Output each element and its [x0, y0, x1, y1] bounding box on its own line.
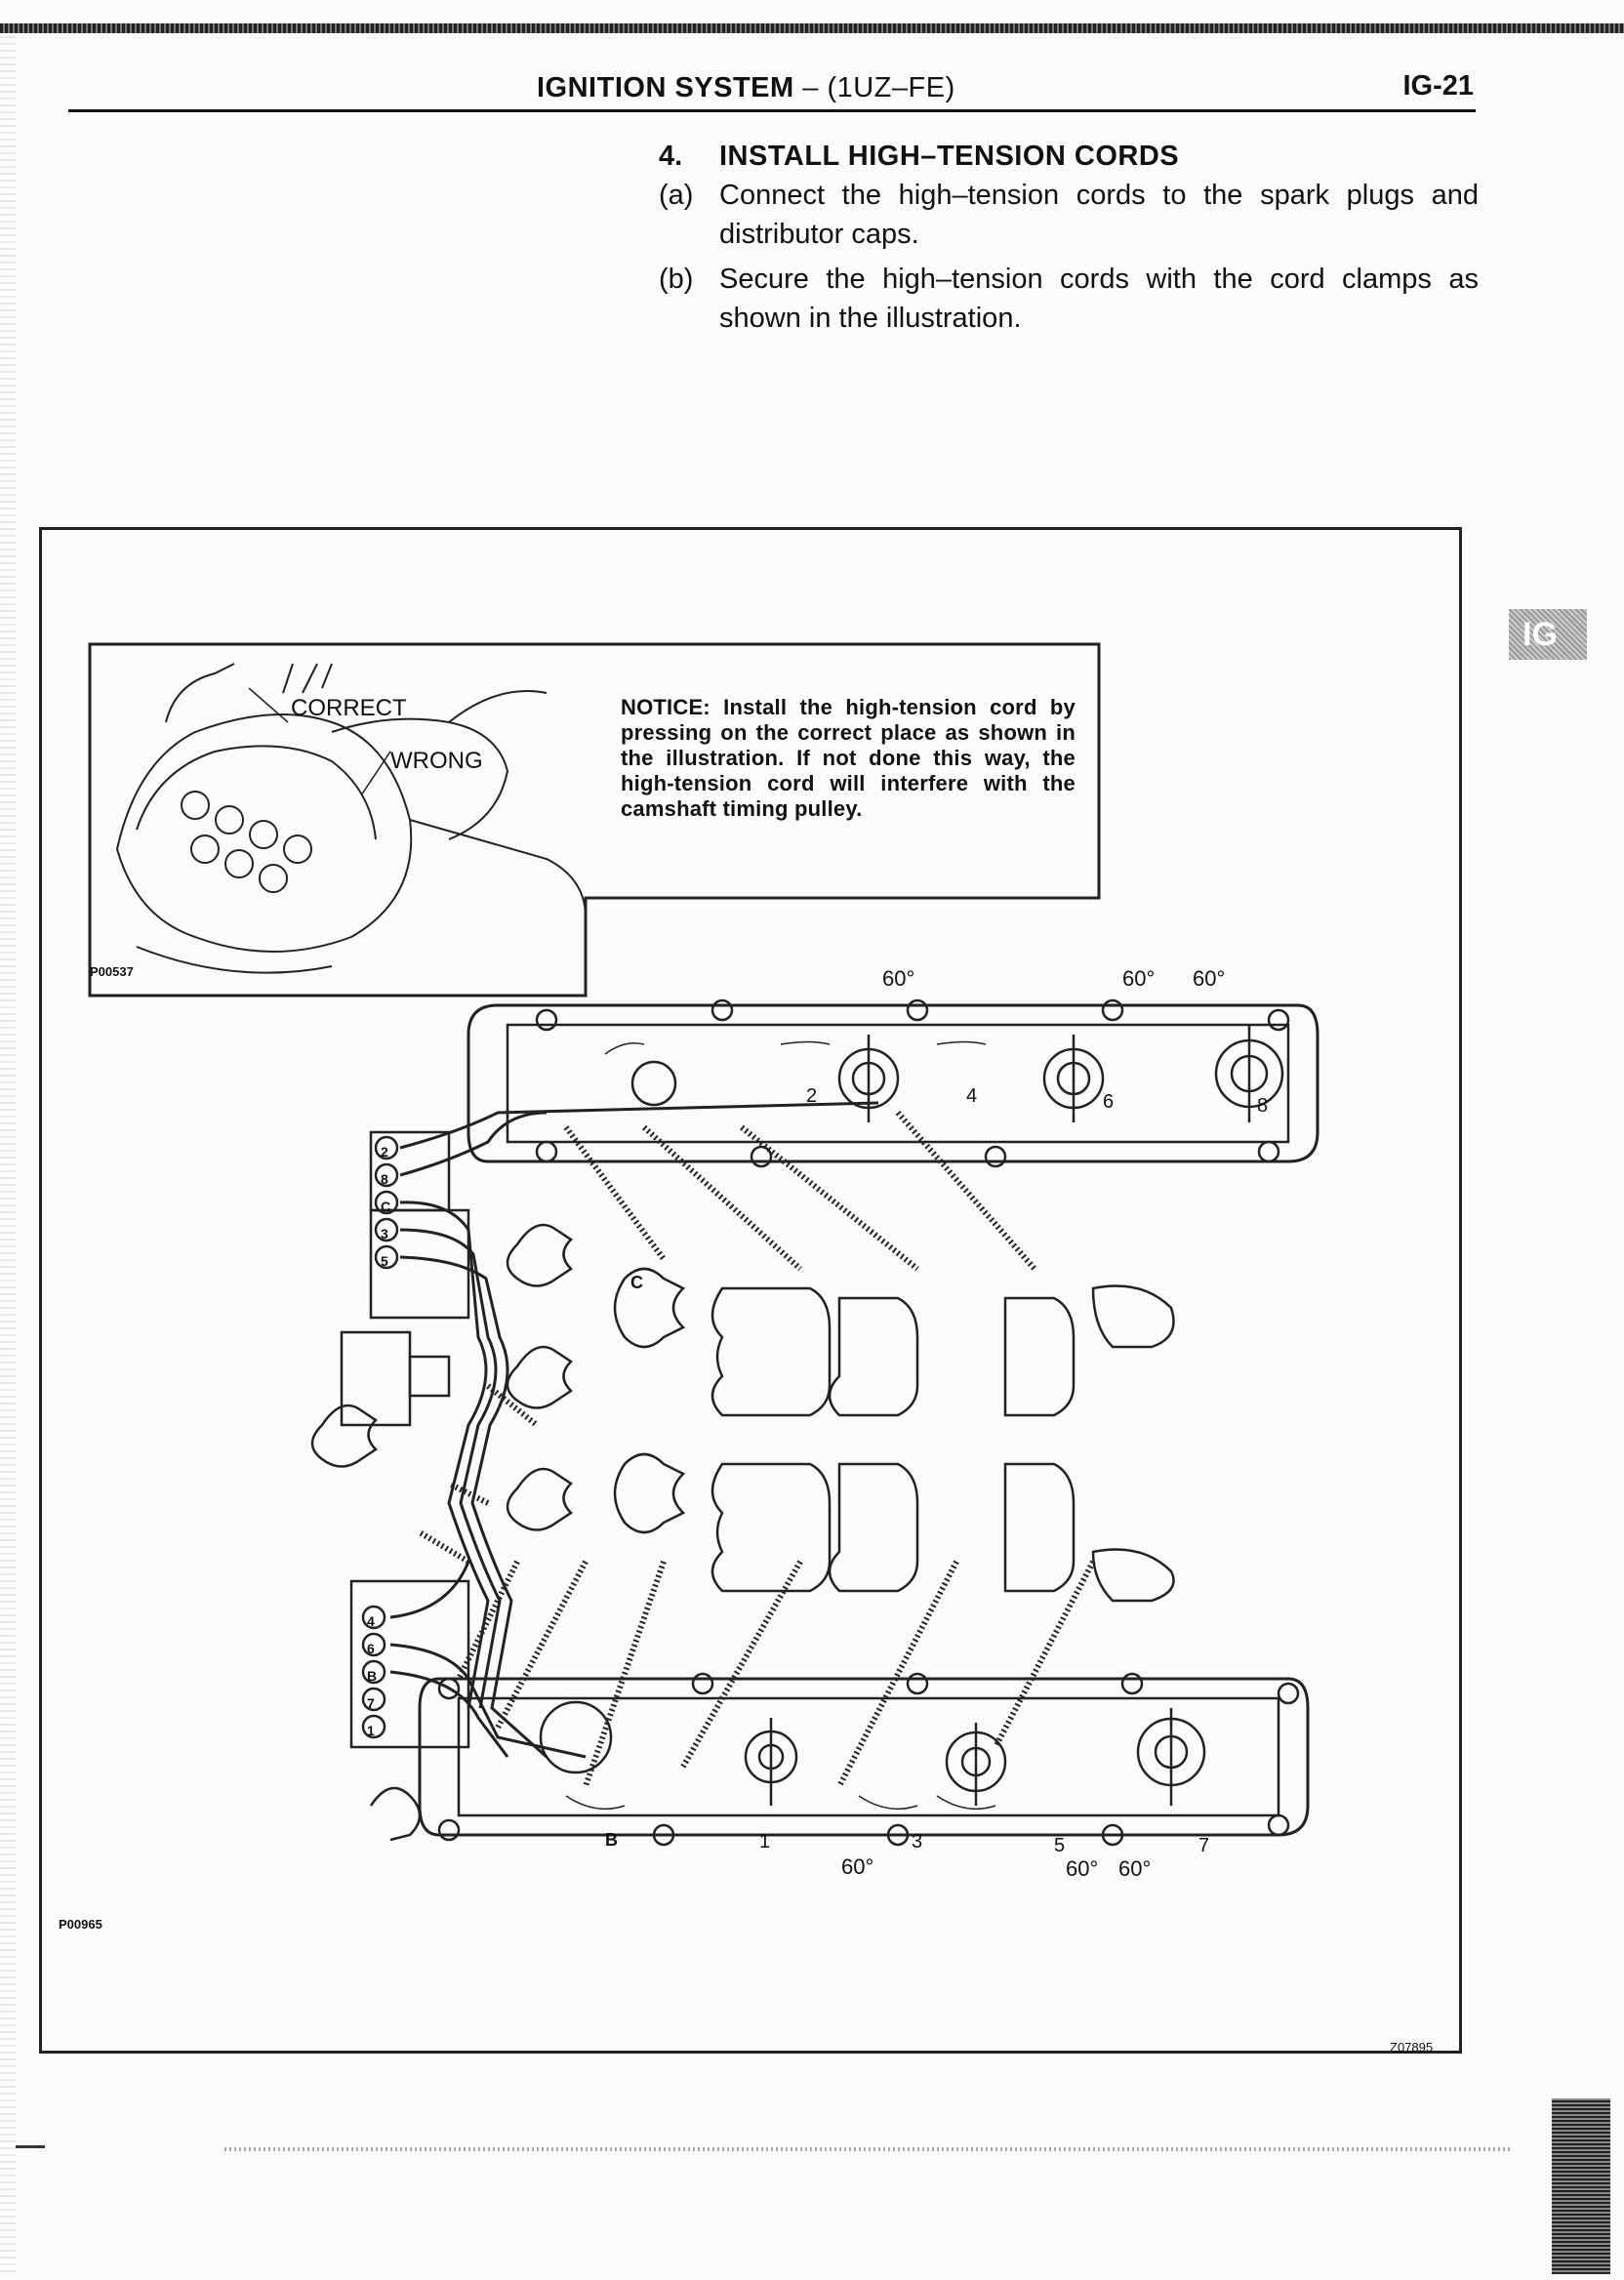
coil-label: B — [605, 1830, 618, 1850]
step-item: (a) Connect the high–tension cords to th… — [659, 176, 1479, 254]
coil-label: C — [630, 1273, 643, 1292]
cylinder-number: 2 — [806, 1085, 818, 1107]
footer-mark — [16, 2145, 45, 2148]
leader-lines — [418, 1111, 1096, 1788]
engine-illustration — [88, 642, 1320, 1847]
cylinder-number: 4 — [966, 1085, 978, 1107]
corner-ref-code: Z07895 — [1390, 2040, 1434, 2055]
angle-label: 60° — [841, 1854, 874, 1879]
cylinder-number: 1 — [759, 1831, 771, 1852]
wrong-label: WRONG — [390, 748, 483, 774]
section-tab[interactable]: IG — [1509, 609, 1587, 660]
cylinder-number: 8 — [1257, 1095, 1269, 1117]
scan-edge — [0, 29, 16, 2274]
angle-label: 60° — [1066, 1856, 1099, 1881]
step-item-text: Connect the high–tension cords to the sp… — [719, 180, 1479, 250]
cylinder-number: 6 — [1103, 1091, 1115, 1113]
cylinder-number: 7 — [1198, 1835, 1210, 1856]
step-number: 4. — [659, 141, 683, 172]
top-border — [0, 23, 1624, 33]
page-edge-tab — [1552, 2098, 1610, 2274]
cord-bundle — [389, 1101, 879, 1759]
bottom-cylinder-head — [418, 1672, 1310, 1847]
figure-ref-code: P00965 — [59, 1917, 102, 1932]
page-header: IGNITION SYSTEM – (1UZ–FE) IG-21 — [68, 68, 1474, 109]
inset-sketch — [115, 663, 587, 974]
page-title: IGNITION SYSTEM – (1UZ–FE) — [537, 72, 955, 103]
angle-label: 60° — [1118, 1856, 1152, 1881]
figure-frame — [39, 527, 1462, 2054]
header-rule — [68, 109, 1476, 112]
notice-text: NOTICE: Install the high-tension cord by… — [621, 695, 1076, 821]
page-code: IG-21 — [1402, 70, 1474, 102]
angle-arcs — [565, 1040, 996, 1811]
step-item: (b) Secure the high–tension cords with t… — [659, 260, 1479, 338]
inset-ref-code: P00537 — [90, 964, 134, 979]
step-item-text: Secure the high–tension cords with the c… — [719, 264, 1479, 334]
cylinder-number: 5 — [1054, 1835, 1066, 1856]
top-cylinder-head — [467, 998, 1320, 1168]
angle-label: 60° — [1122, 966, 1156, 991]
step-item-label: (a) — [659, 180, 694, 211]
step-item-label: (b) — [659, 264, 694, 295]
ignition-coil — [340, 1330, 451, 1427]
correct-label: CORRECT — [291, 695, 407, 721]
instruction-step: 4. INSTALL HIGH–TENSION CORDS (a) Connec… — [659, 137, 1479, 338]
angle-label: 60° — [1193, 966, 1226, 991]
cord-clamps — [310, 1223, 1175, 1603]
footer-scan-line — [224, 2147, 1513, 2151]
cylinder-number: 3 — [912, 1831, 923, 1852]
angle-label: 60° — [882, 966, 915, 991]
lower-cord-block — [349, 1579, 470, 1749]
step-heading: INSTALL HIGH–TENSION CORDS — [719, 141, 1180, 172]
